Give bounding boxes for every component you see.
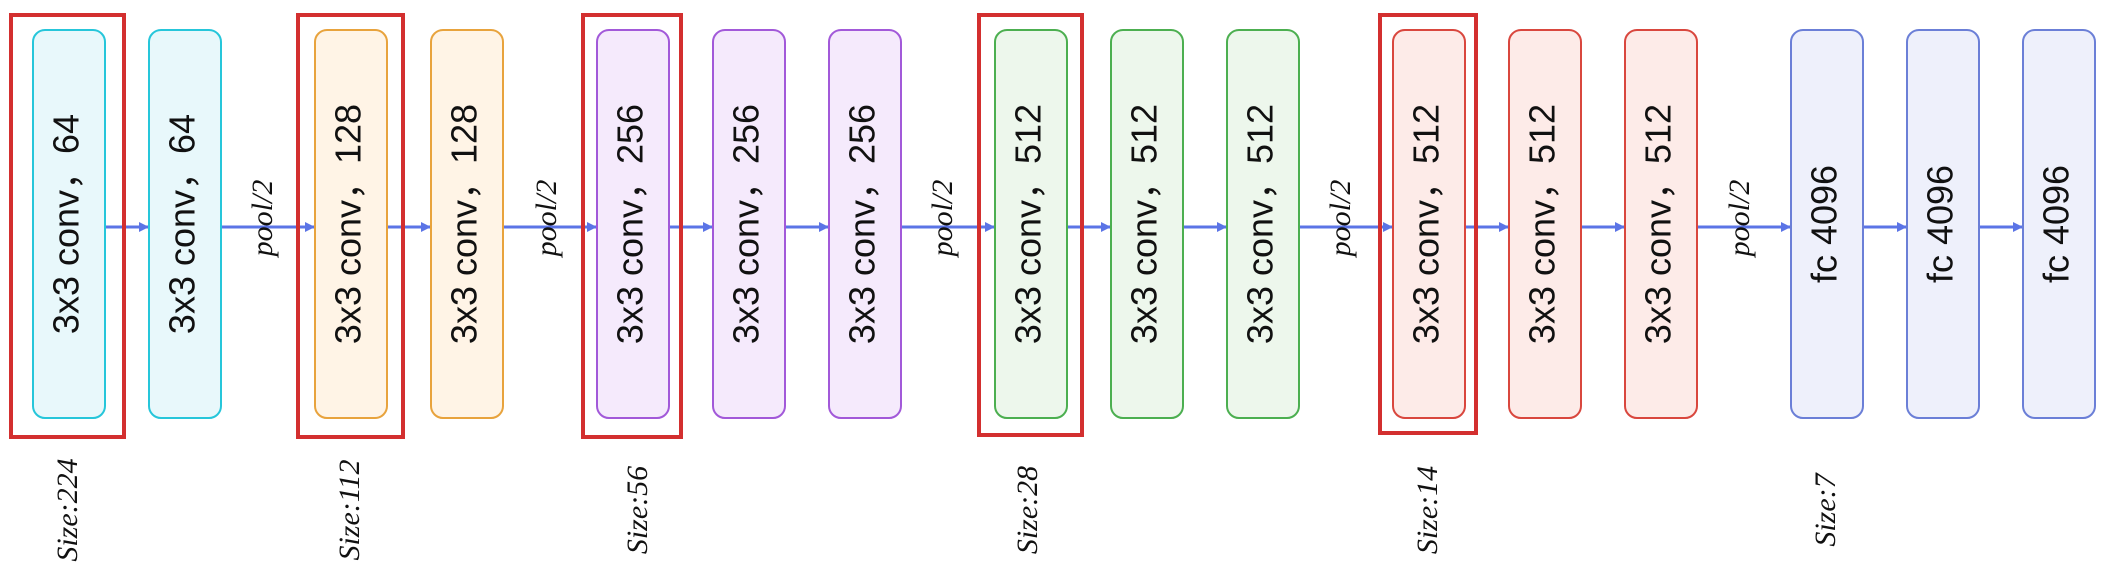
highlight-box: [1378, 13, 1478, 435]
layer-block-2-0: 3x3 conv，256: [596, 29, 670, 419]
layer-box: [2022, 29, 2096, 419]
layer-box: [430, 29, 504, 419]
layer-block-2-1: 3x3 conv，256: [712, 29, 786, 419]
pool-label: pool/2: [1723, 180, 1756, 259]
layer-box: [712, 29, 786, 419]
layer-block-5-2: fc 4096: [2022, 29, 2096, 419]
layer-label: 3x3 conv，128: [444, 104, 485, 344]
layer-block-1-0: 3x3 conv，128: [314, 29, 388, 419]
layer-block-5-0: fc 4096: [1790, 29, 1864, 419]
layer-block-5-1: fc 4096: [1906, 29, 1980, 419]
highlight-box: [977, 13, 1084, 437]
size-label: Size:28: [1011, 466, 1044, 554]
pool-label: pool/2: [926, 180, 959, 259]
highlight-box: [9, 13, 126, 439]
layer-label: 3x3 conv，512: [1406, 104, 1447, 344]
layer-label: fc 4096: [2036, 165, 2077, 283]
layer-label: 3x3 conv，512: [1522, 104, 1563, 344]
layer-label: 3x3 conv，256: [610, 104, 651, 344]
pool-label: pool/2: [1324, 180, 1357, 259]
size-label: Size:112: [333, 459, 366, 560]
layer-block-4-1: 3x3 conv，512: [1508, 29, 1582, 419]
layer-box: [148, 29, 222, 419]
layer-label: 3x3 conv，512: [1638, 104, 1679, 344]
layer-box: [1110, 29, 1184, 419]
size-label: Size:224: [51, 458, 84, 561]
layer-box: [1392, 29, 1466, 419]
layer-label: fc 4096: [1920, 165, 1961, 283]
layer-box: [828, 29, 902, 419]
layer-label: 3x3 conv，128: [328, 104, 369, 344]
highlight-box: [581, 13, 683, 439]
layer-box: [1906, 29, 1980, 419]
layer-block-0-1: 3x3 conv，64: [148, 29, 222, 419]
layer-box: [314, 29, 388, 419]
layer-box: [596, 29, 670, 419]
layer-box: [994, 29, 1068, 419]
layer-label: 3x3 conv，256: [726, 104, 767, 344]
layer-label: fc 4096: [1804, 165, 1845, 283]
layer-label: 3x3 conv，512: [1240, 104, 1281, 344]
size-label: Size:7: [1809, 471, 1842, 546]
layer-box: [1508, 29, 1582, 419]
highlight-box: [296, 13, 405, 439]
layer-box: [32, 29, 106, 419]
size-label: Size:56: [621, 466, 654, 554]
pool-label: pool/2: [246, 180, 279, 259]
layer-block-3-1: 3x3 conv，512: [1110, 29, 1184, 419]
layer-box: [1226, 29, 1300, 419]
layer-label: 3x3 conv，64: [162, 114, 203, 334]
layer-block-3-0: 3x3 conv，512: [994, 29, 1068, 419]
layer-label: 3x3 conv，64: [46, 114, 87, 334]
layer-block-3-2: 3x3 conv，512: [1226, 29, 1300, 419]
layer-block-0-0: 3x3 conv，64: [32, 29, 106, 419]
layer-block-2-2: 3x3 conv，256: [828, 29, 902, 419]
layer-block-4-0: 3x3 conv，512: [1392, 29, 1466, 419]
layer-label: 3x3 conv，512: [1124, 104, 1165, 344]
size-label: Size:14: [1411, 466, 1444, 554]
layer-block-4-2: 3x3 conv，512: [1624, 29, 1698, 419]
pool-label: pool/2: [530, 180, 563, 259]
layer-box: [1624, 29, 1698, 419]
layer-label: 3x3 conv，256: [842, 104, 883, 344]
layer-label: 3x3 conv，512: [1008, 104, 1049, 344]
layer-block-1-1: 3x3 conv，128: [430, 29, 504, 419]
layer-box: [1790, 29, 1864, 419]
